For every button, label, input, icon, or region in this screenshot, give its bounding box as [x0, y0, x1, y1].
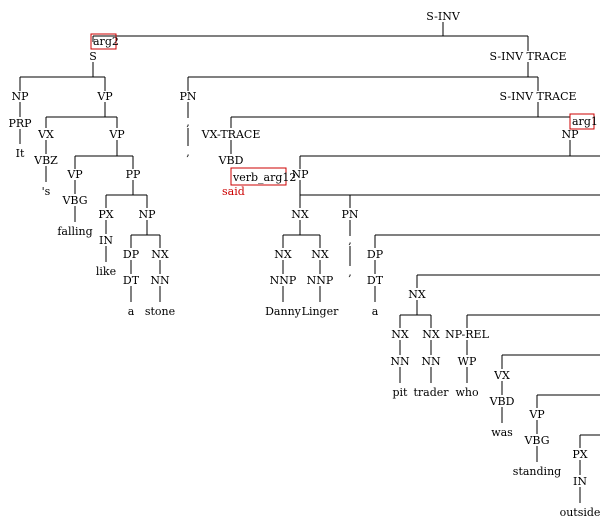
node-vp-main: VP	[96, 90, 113, 103]
node-nn-pit: NN	[390, 355, 410, 368]
node-dp-1: DP	[123, 248, 140, 261]
comma-2a: ,	[348, 234, 352, 247]
tree-labels: S-INV arg2 S NP PRP It VP VX VBZ 's VP V…	[8, 10, 600, 519]
node-nn-tr: NN	[421, 355, 441, 368]
node-pp: PP	[126, 168, 141, 181]
tag-arg2: arg2	[93, 35, 119, 48]
node-np-danny: NP	[291, 168, 309, 181]
word-a-2: a	[372, 305, 379, 318]
comma-1a: ,	[186, 116, 190, 129]
node-vx-1: VX	[37, 128, 54, 141]
node-nx-d: NX	[274, 248, 292, 261]
arg2-box	[90, 33, 117, 50]
node-np-rel: NP-REL	[445, 328, 489, 341]
word-was: was	[491, 426, 513, 439]
word-falling: falling	[57, 225, 92, 238]
highlight-boxes	[90, 33, 595, 186]
comma-2b: ,	[348, 266, 352, 279]
node-vp-3: VP	[66, 168, 83, 181]
tag-verb-arg12: verb_arg12	[232, 171, 296, 184]
node-vbz: VBZ	[33, 154, 58, 167]
node-np-stone: NP	[138, 208, 156, 221]
node-wp: WP	[458, 355, 477, 368]
node-np-main: NP	[561, 128, 579, 141]
node-np-it: NP	[11, 90, 29, 103]
verb-arg12-box	[230, 167, 287, 186]
node-nnp-l: NNP	[307, 274, 334, 287]
node-nx-l: NX	[311, 248, 329, 261]
node-vbd-2: VBD	[489, 395, 515, 408]
word-stone: stone	[145, 305, 175, 318]
node-s: S	[89, 50, 97, 63]
node-prp: PRP	[8, 117, 32, 130]
node-pn-2: PN	[341, 208, 358, 221]
node-vbd-1: VBD	[218, 154, 244, 167]
node-vp-4: VP	[528, 408, 545, 421]
node-vx-trace: VX-TRACE	[201, 128, 261, 141]
tree-edges	[19, 22, 600, 503]
node-sinv-trace-2: S-INV TRACE	[499, 90, 576, 103]
word-like: like	[96, 265, 116, 278]
node-nnp-d: NNP	[270, 274, 297, 287]
arg1-box	[569, 113, 595, 130]
node-vp-2: VP	[108, 128, 125, 141]
word-a-1: a	[128, 305, 135, 318]
node-nx-tr: NX	[422, 328, 440, 341]
word-outside: outside	[560, 506, 600, 519]
node-dt-1: DT	[123, 274, 140, 287]
word-s: 's	[42, 185, 51, 198]
node-pn-1: PN	[179, 90, 196, 103]
node-nx-trader: NX	[408, 288, 426, 301]
word-who: who	[455, 386, 479, 399]
node-sinv-trace-1: S-INV TRACE	[489, 50, 566, 63]
node-nx-pit: NX	[391, 328, 409, 341]
node-nx-stone: NX	[151, 248, 169, 261]
node-vbg-2: VBG	[523, 434, 549, 447]
word-trader: trader	[413, 386, 449, 399]
node-nx-danny: NX	[291, 208, 309, 221]
word-linger: Linger	[302, 305, 339, 318]
node-px-1: PX	[98, 208, 113, 221]
node-root: S-INV	[426, 10, 461, 23]
word-said: said	[222, 185, 245, 198]
word-danny: Danny	[265, 305, 302, 318]
word-pit: pit	[393, 386, 409, 399]
node-px-2: PX	[572, 448, 587, 461]
tag-arg1: arg1	[572, 115, 598, 128]
word-it: It	[16, 147, 25, 160]
node-nn-stone: NN	[150, 274, 170, 287]
node-in-2: IN	[573, 475, 587, 488]
node-vx-2: VX	[493, 369, 510, 382]
comma-1b: ,	[186, 146, 190, 159]
word-standing: standing	[513, 465, 561, 478]
node-dp-2: DP	[367, 248, 384, 261]
node-dt-2: DT	[367, 274, 384, 287]
node-in-1: IN	[99, 234, 113, 247]
node-vbg-1: VBG	[61, 194, 87, 207]
